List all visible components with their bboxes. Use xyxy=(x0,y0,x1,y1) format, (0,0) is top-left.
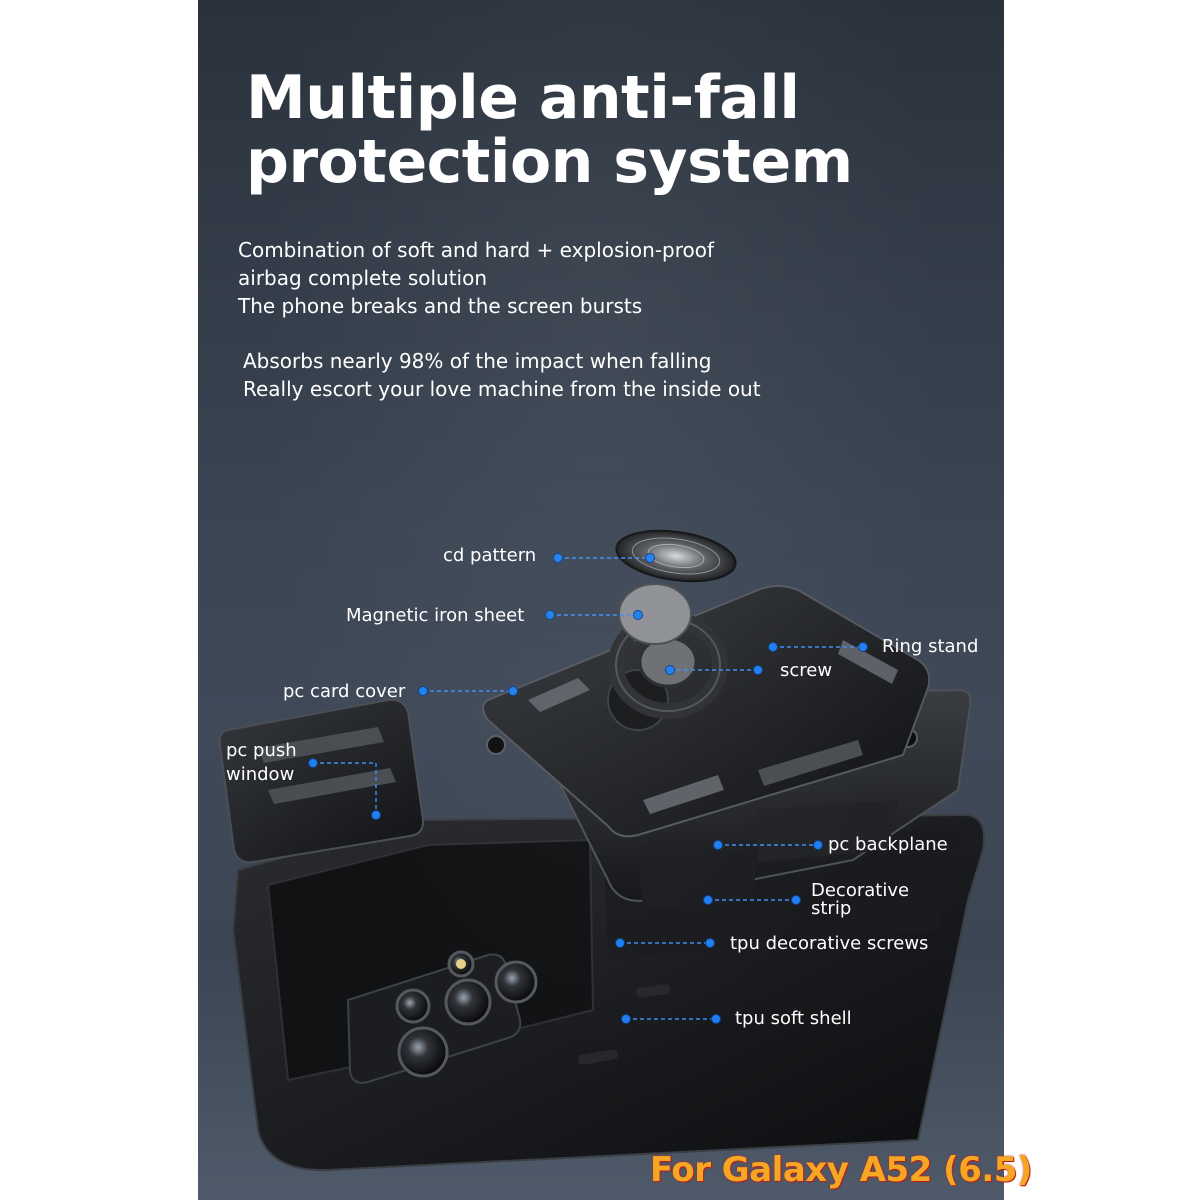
headline-line-1: Multiple anti-fall xyxy=(246,63,800,133)
magnetic-iron-sheet-shape xyxy=(618,583,692,645)
label-decorative-strip: Decorative strip xyxy=(811,882,909,918)
leader-lines xyxy=(313,557,863,1020)
description-line: Combination of soft and hard + explosion… xyxy=(238,238,715,262)
pc-card-cover-shape xyxy=(482,585,931,838)
label-decorative-strip-line-1: Decorative xyxy=(811,880,910,901)
label-pc-card-cover: pc card cover xyxy=(283,681,406,702)
headline-line-2: protection system xyxy=(246,127,853,197)
exploded-case-illustration xyxy=(218,529,985,1172)
pc-push-window-shape xyxy=(218,698,425,864)
label-pc-push-window: pc push window xyxy=(226,739,297,787)
description-paragraph-1: Combination of soft and hard + explosion… xyxy=(238,236,838,320)
label-pc-push-window-line-2: window xyxy=(226,764,295,785)
label-cd-pattern: cd pattern xyxy=(443,545,537,566)
model-badge: For Galaxy A52 (6.5) xyxy=(650,1150,1032,1190)
cd-pattern-disc xyxy=(615,529,737,583)
description-line: Absorbs nearly 98% of the impact when fa… xyxy=(243,349,712,373)
label-screw: screw xyxy=(780,660,833,681)
label-tpu-soft-shell: tpu soft shell xyxy=(735,1008,852,1029)
description-paragraph-2: Absorbs nearly 98% of the impact when fa… xyxy=(243,347,843,403)
label-pc-backplane: pc backplane xyxy=(828,834,948,855)
description-line: The phone breaks and the screen bursts xyxy=(238,294,643,318)
description-line: Really escort your love machine from the… xyxy=(243,377,761,401)
headline: Multiple anti-fall protection system xyxy=(246,66,966,194)
pointer-dots xyxy=(308,553,868,1024)
label-pc-push-window-line-1: pc push xyxy=(226,740,297,761)
product-poster: Multiple anti-fall protection system Com… xyxy=(198,0,1032,1200)
label-decorative-strip-line-2: strip xyxy=(811,898,852,919)
description-line: airbag complete solution xyxy=(238,266,488,290)
camera-module xyxy=(346,950,538,1084)
label-ring-stand: Ring stand xyxy=(882,636,979,657)
label-tpu-decorative-screws: tpu decorative screws xyxy=(730,933,929,954)
label-magnetic-iron-sheet: Magnetic iron sheet xyxy=(346,605,525,626)
